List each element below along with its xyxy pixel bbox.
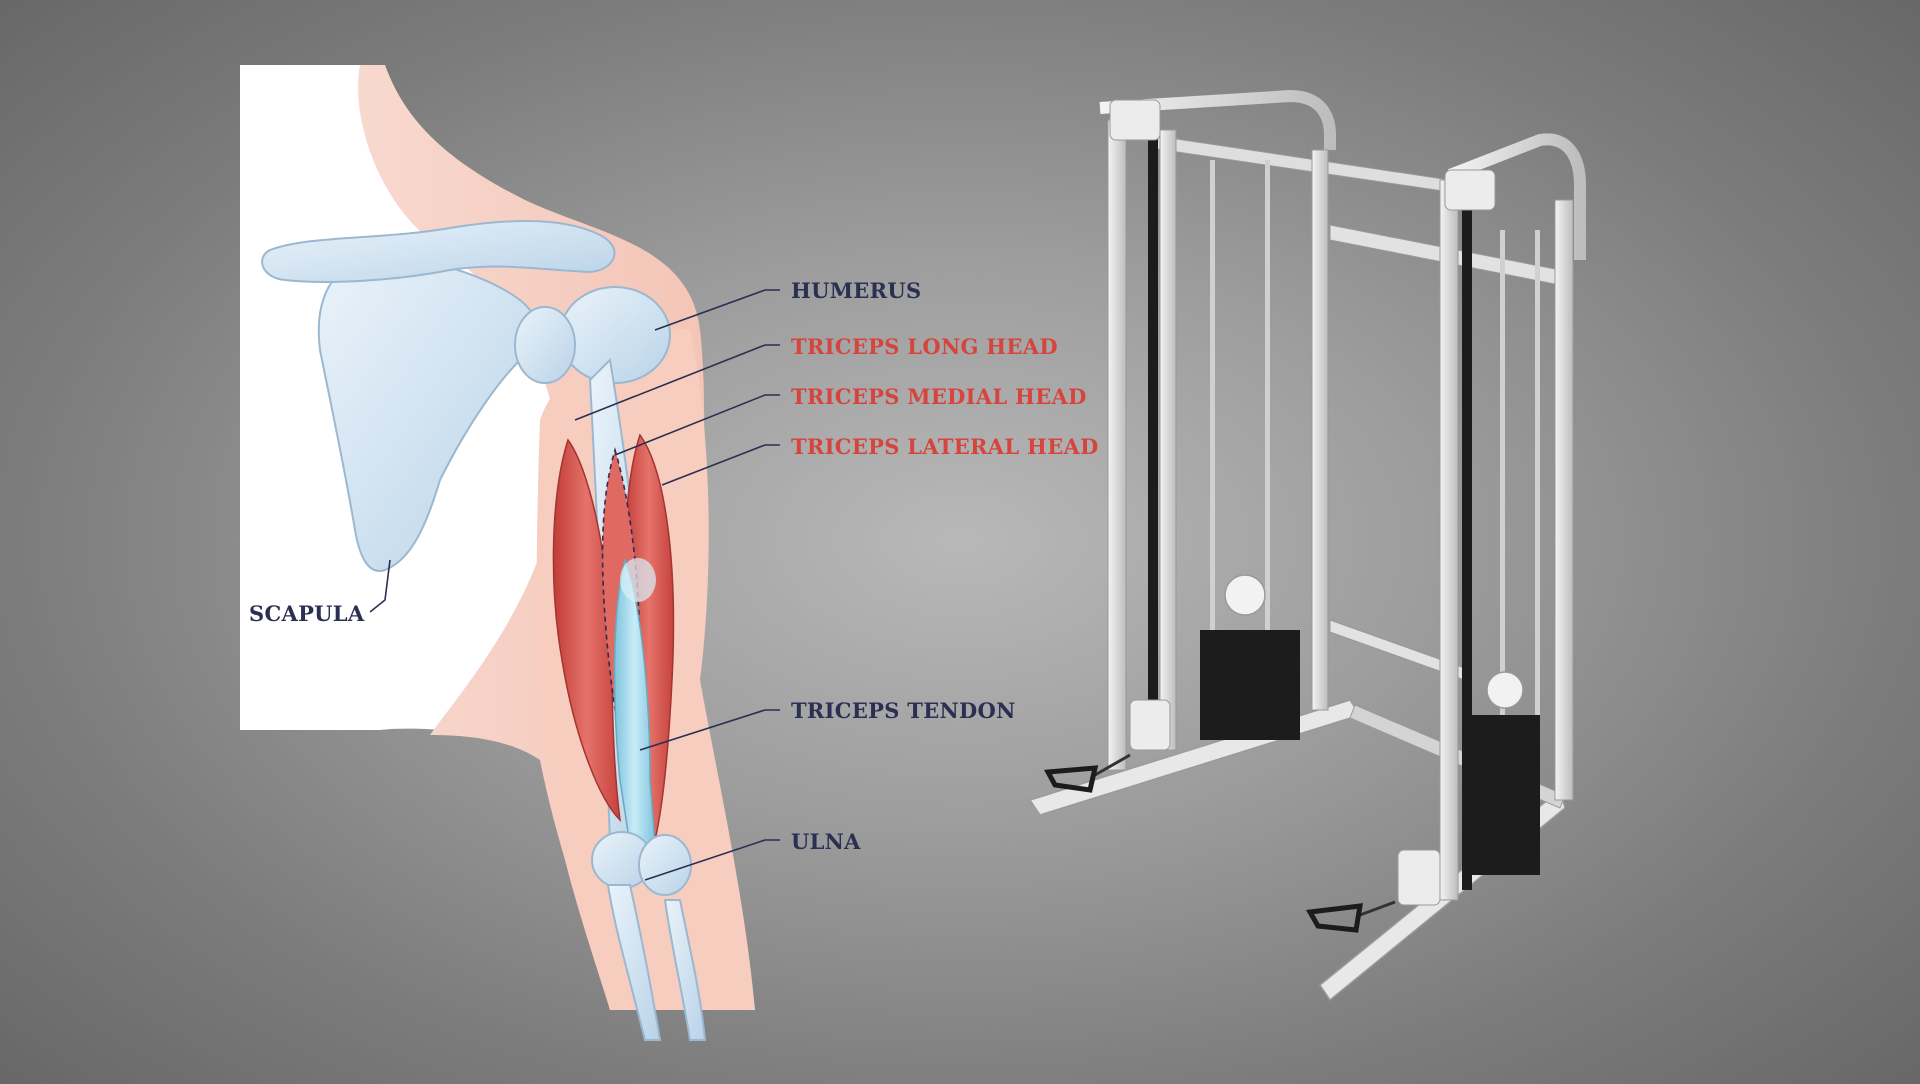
label-humerus: HUMERUS: [791, 278, 922, 303]
label-triceps-tendon: TRICEPS TENDON: [791, 698, 1016, 723]
leader-tendon: [639, 709, 780, 751]
clavicle-bone: [261, 220, 616, 283]
left-weight-stack: [1200, 630, 1300, 740]
left-handle: [1043, 753, 1131, 793]
elbow-bone-2: [638, 834, 692, 896]
right-pulley: [1486, 671, 1524, 709]
base-left: [1028, 699, 1362, 816]
label-triceps-long-head: TRICEPS LONG HEAD: [791, 334, 1058, 359]
top-beam: [1149, 134, 1451, 193]
left-pulley: [1224, 574, 1266, 616]
label-triceps-lateral-head: TRICEPS LATERAL HEAD: [791, 434, 1099, 459]
left-cable-black: [1148, 130, 1158, 730]
left-upright-2: [1159, 129, 1177, 751]
right-guide-rod-2: [1535, 230, 1540, 750]
tendon-highlight: [620, 558, 656, 602]
ulna-bone: [606, 884, 662, 1041]
right-bottom-pulley: [1397, 849, 1441, 906]
humerus-head: [559, 286, 671, 384]
glenoid: [514, 306, 576, 384]
cable-machine: [1028, 89, 1586, 1002]
label-scapula: SCAPULA: [249, 601, 365, 626]
right-handle: [1305, 900, 1396, 933]
label-triceps-medial-head: TRICEPS MEDIAL HEAD: [791, 384, 1087, 409]
leader-medial-head: [614, 394, 780, 456]
leader-scapula: [369, 559, 391, 613]
radius-bone: [663, 899, 707, 1041]
right-pulley-plate: [1444, 169, 1496, 211]
leader-long-head: [574, 344, 780, 421]
leader-lateral-head: [661, 444, 780, 486]
right-guide-rod-1: [1500, 230, 1505, 750]
right-cable-black: [1462, 200, 1472, 890]
right-weight-stack: [1470, 715, 1540, 875]
left-upright-1: [1107, 119, 1127, 771]
label-ulna: ULNA: [791, 829, 861, 854]
left-upright-3: [1311, 149, 1329, 711]
top-frame-arch-right: [1447, 133, 1586, 260]
left-bottom-pulley: [1129, 699, 1171, 751]
arm-anatomy: [240, 65, 780, 1041]
leader-humerus: [654, 289, 780, 331]
right-upright-2: [1554, 199, 1574, 801]
leader-ulna: [644, 839, 780, 881]
leader-lines: [369, 289, 780, 881]
guide-rod-1: [1210, 160, 1215, 630]
pulley-plate: [1109, 99, 1161, 141]
top-frame-arch: [1099, 89, 1336, 150]
guide-rod-2: [1265, 160, 1270, 630]
right-upright-1: [1439, 179, 1459, 901]
scapula-bone: [317, 256, 538, 572]
